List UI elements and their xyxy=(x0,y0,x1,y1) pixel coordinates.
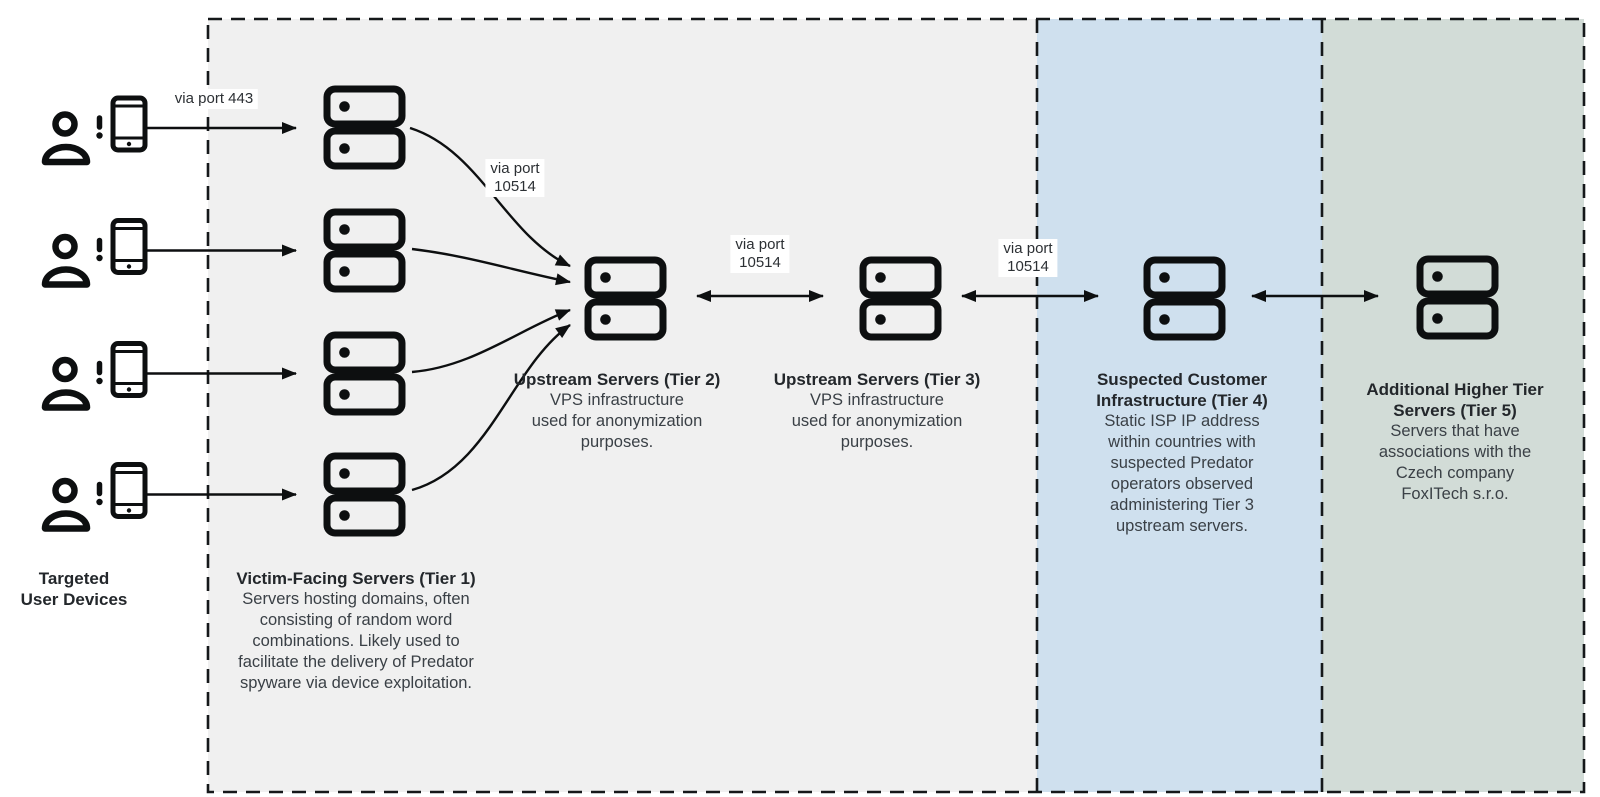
port-443-label: via port 443 xyxy=(169,89,259,109)
user-device-icon xyxy=(45,221,145,285)
tier2-title: Upstream Servers (Tier 2) xyxy=(513,370,721,389)
tier5-zone xyxy=(1322,19,1584,792)
user-device-icon xyxy=(45,98,145,162)
targeted-user-devices-label: Targeted User Devices xyxy=(20,569,128,609)
tier4-text-block: Suspected Customer Infrastructure (Tier … xyxy=(1067,369,1297,537)
tier2-text-block: Upstream Servers (Tier 2) VPS infrastruc… xyxy=(487,369,747,453)
arrow-tier1c-to-tier2 xyxy=(411,308,571,374)
tier4-title: Suspected Customer Infrastructure (Tier … xyxy=(1096,370,1268,410)
outer-dashed-border xyxy=(206,17,1586,794)
user-device-icon xyxy=(45,344,145,408)
user-device-icon xyxy=(45,465,145,529)
tier5-title: Additional Higher Tier Servers (Tier 5) xyxy=(1366,380,1544,420)
arrow-tier1d-to-tier2 xyxy=(411,324,571,492)
tier1-description: Servers hosting domains, often consistin… xyxy=(238,590,474,692)
tier5-description: Servers that have associations with the … xyxy=(1378,422,1532,503)
tier1-text-block: Victim-Facing Servers (Tier 1) Servers h… xyxy=(196,568,516,694)
port-10514-label-tier3-tier4: via port 10514 xyxy=(998,239,1058,277)
tier3-text-block: Upstream Servers (Tier 3) VPS infrastruc… xyxy=(747,369,1007,453)
tier2-description: VPS infrastructure used for anonymizatio… xyxy=(531,391,703,451)
port-10514-label-tier1-tier2: via port 10514 xyxy=(485,159,545,197)
port-10514-label-tier2-tier3: via port 10514 xyxy=(730,235,790,273)
tier1-title: Victim-Facing Servers (Tier 1) xyxy=(236,569,476,588)
targeted-user-devices-block: Targeted User Devices xyxy=(9,568,139,610)
tier4-zone xyxy=(1037,19,1322,792)
tier5-text-block: Additional Higher Tier Servers (Tier 5) … xyxy=(1340,379,1570,505)
tier3-description: VPS infrastructure used for anonymizatio… xyxy=(791,391,963,451)
tier4-description: Static ISP IP address within countries w… xyxy=(1104,412,1260,535)
arrow-tier1b-to-tier2 xyxy=(411,247,571,286)
tier3-title: Upstream Servers (Tier 3) xyxy=(773,370,981,389)
